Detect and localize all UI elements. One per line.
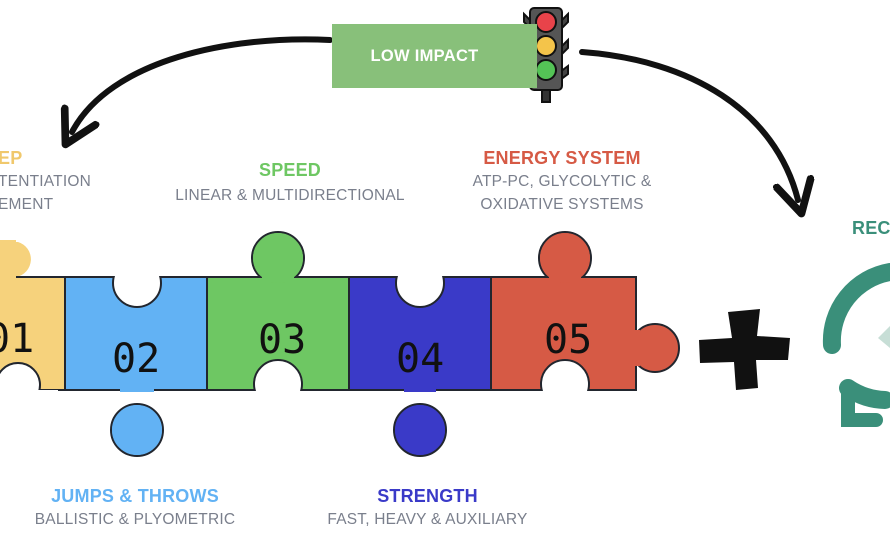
prep-label-group: EP TENTIATION EMENT <box>0 148 91 216</box>
energy-line2: OXIDATIVE SYSTEMS <box>480 196 644 213</box>
recovery-cycle-icon <box>822 263 890 427</box>
puzzle-piece-05 <box>490 231 680 391</box>
strength-subtitle: FAST, HEAVY & AUXILIARY <box>327 511 528 528</box>
piece-number-05: 05 <box>544 317 592 363</box>
low-impact-box: LOW IMPACT <box>332 24 537 88</box>
strength-label-group: STRENGTH FAST, HEAVY & AUXILIARY <box>305 486 550 531</box>
recovery-label-group: REC <box>852 218 890 239</box>
piece-number-04: 04 <box>396 336 444 382</box>
energy-label-group: ENERGY SYSTEM ATP-PC, GLYCOLYTIC & OXIDA… <box>452 148 672 216</box>
jumps-subtitle: BALLISTIC & PLYOMETRIC <box>34 511 236 528</box>
piece-number-03: 03 <box>258 317 306 363</box>
jumps-label-group: JUMPS & THROWS BALLISTIC & PLYOMETRIC <box>10 486 260 531</box>
energy-title: ENERGY SYSTEM <box>483 148 641 168</box>
jumps-title: JUMPS & THROWS <box>51 486 219 506</box>
left-curved-arrow-icon <box>72 36 333 132</box>
prep-line2: EMENT <box>0 196 54 213</box>
right-curved-arrow-icon <box>579 49 798 200</box>
prep-line1: TENTIATION <box>0 173 91 190</box>
speed-label-group: SPEED LINEAR & MULTIDIRECTIONAL <box>170 160 410 207</box>
strength-title: STRENGTH <box>377 486 478 506</box>
piece-number-01: 01 <box>0 316 34 362</box>
piece-number-02: 02 <box>112 336 160 382</box>
prep-title: EP <box>0 148 23 168</box>
plus-icon <box>699 309 790 390</box>
low-impact-label: LOW IMPACT <box>370 46 479 65</box>
speed-title: SPEED <box>258 160 322 180</box>
speed-subtitle: LINEAR & MULTIDIRECTIONAL <box>175 187 405 204</box>
energy-line1: ATP-PC, GLYCOLYTIC & <box>472 173 652 190</box>
recovery-title: REC <box>852 218 890 238</box>
